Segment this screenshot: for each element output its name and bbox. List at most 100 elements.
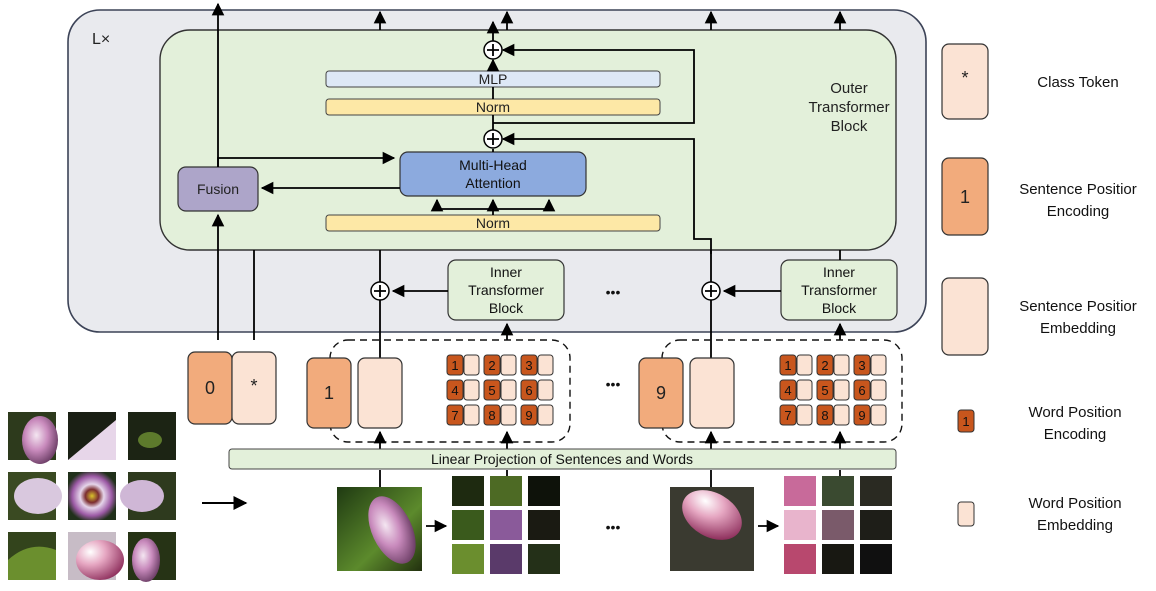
word-position-encoding (816, 354, 834, 376)
word-position-embedding (796, 404, 813, 426)
word-patch-tile (784, 544, 816, 574)
word-position-label: 9 (858, 408, 865, 423)
word-patch-tile (860, 544, 892, 574)
word-position-label: 8 (821, 408, 828, 423)
word-patch-tile (822, 544, 854, 574)
word-position-label: 6 (858, 383, 865, 398)
word-patch-tile (452, 544, 484, 574)
repeat-count-label: L× (92, 31, 110, 48)
word-position-embedding (796, 379, 813, 401)
class-token (231, 351, 277, 425)
class-token-label: * (250, 376, 257, 396)
sentence-1-position-label: 1 (324, 383, 334, 403)
word-patch-tile (784, 476, 816, 506)
word-position-label: 6 (525, 383, 532, 398)
word-position-embedding (500, 354, 517, 376)
inner-transformer-block-1 (447, 259, 565, 321)
word-position-label: 4 (451, 383, 458, 398)
ellipsis-tokens: ••• (606, 376, 621, 392)
legend-word-embedding-line1: Word Position (1028, 495, 1121, 512)
legend-class-token-label: Class Token (1037, 74, 1118, 91)
word-position-encoding (779, 354, 797, 376)
legend-word-embedding-swatch (957, 501, 975, 527)
inner-block-2-line3: Block (822, 300, 857, 316)
sentence-1-embedding (357, 357, 403, 429)
plus-circle-icon (701, 281, 721, 301)
word-position-label: 4 (784, 383, 791, 398)
word-position-encoding (853, 379, 871, 401)
word-patch-tile (490, 476, 522, 506)
linear-projection-label: Linear Projection of Sentences and Words (431, 451, 693, 467)
norm-bottom-label: Norm (476, 215, 510, 231)
word-position-label: 1 (784, 358, 791, 373)
outer-block-title-line2: Transformer (808, 99, 889, 116)
word-patch-tile (860, 510, 892, 540)
word-patch-tile (822, 510, 854, 540)
projection-connectors (373, 430, 847, 487)
word-patch-tile (490, 510, 522, 540)
word-position-label: 3 (858, 358, 865, 373)
legend-sentence-encoding-line2: Encoding (1047, 203, 1110, 220)
legend-word-encoding-line2: Encoding (1044, 426, 1107, 443)
word-position-encoding (446, 379, 464, 401)
legend-sentence-encoding-line1: Sentence Positior (1019, 181, 1137, 198)
word-patch-tile (452, 510, 484, 540)
legend-word-encoding-line1: Word Position (1028, 404, 1121, 421)
word-position-label: 9 (525, 408, 532, 423)
legend: * Class Token 1 Sentence Positior Encodi… (941, 43, 1137, 534)
word-patch-tile (784, 510, 816, 540)
legend-sentence-embedding-line1: Sentence Positior (1019, 298, 1137, 315)
word-position-encoding (446, 354, 464, 376)
sentence-patch-1-image (337, 487, 422, 571)
word-position-encoding (779, 379, 797, 401)
word-patch-tile (452, 476, 484, 506)
plus-circle-icon (483, 40, 503, 60)
word-position-embedding (796, 354, 813, 376)
word-patch-tile (528, 476, 560, 506)
word-position-encoding (483, 354, 501, 376)
word-position-encoding (520, 354, 538, 376)
word-position-embedding (870, 404, 887, 426)
inner-block-connectors (379, 250, 847, 358)
attention-label-line1: Multi-Head (459, 157, 527, 173)
plus-circle-icon (370, 281, 390, 301)
word-position-label: 7 (451, 408, 458, 423)
fusion-label: Fusion (197, 181, 239, 197)
legend-word-encoding-symbol: 1 (962, 414, 969, 429)
word-patch-tile (822, 476, 854, 506)
legend-word-encoding-swatch (957, 409, 975, 433)
word-patch-tile (860, 476, 892, 506)
word-position-encoding (853, 354, 871, 376)
class-position-label: 0 (205, 378, 215, 398)
word-position-label: 1 (451, 358, 458, 373)
legend-sentence-encoding-symbol: 1 (960, 187, 970, 207)
word-position-embedding (463, 404, 480, 426)
legend-sentence-embedding-line2: Embedding (1040, 320, 1116, 337)
sentence-patch-9-image (670, 487, 754, 571)
word-position-label: 3 (525, 358, 532, 373)
sentence-9-embedding (689, 357, 735, 429)
sentence-1-position-encoding (306, 357, 352, 429)
outer-block-connectors (211, 2, 847, 340)
legend-class-token-swatch (941, 43, 989, 120)
word-position-embedding (500, 404, 517, 426)
word-position-embedding (870, 354, 887, 376)
word-position-label: 2 (821, 358, 828, 373)
word-position-embedding (537, 354, 554, 376)
word-position-encoding (520, 404, 538, 426)
flower-image-patches (8, 412, 176, 582)
word-position-encoding (853, 404, 871, 426)
outer-block-title-line3: Block (831, 118, 868, 135)
word-position-encoding (446, 404, 464, 426)
ellipsis-inner: ••• (606, 284, 621, 300)
word-patches-1 (452, 476, 560, 574)
word-patch-tile (528, 544, 560, 574)
word-patches-9 (784, 476, 892, 574)
word-position-encoding (816, 404, 834, 426)
plus-circle-icon (483, 129, 503, 149)
word-position-embedding (537, 404, 554, 426)
inner-block-1-line2: Transformer (468, 282, 544, 298)
attention-label-line2: Attention (465, 175, 520, 191)
